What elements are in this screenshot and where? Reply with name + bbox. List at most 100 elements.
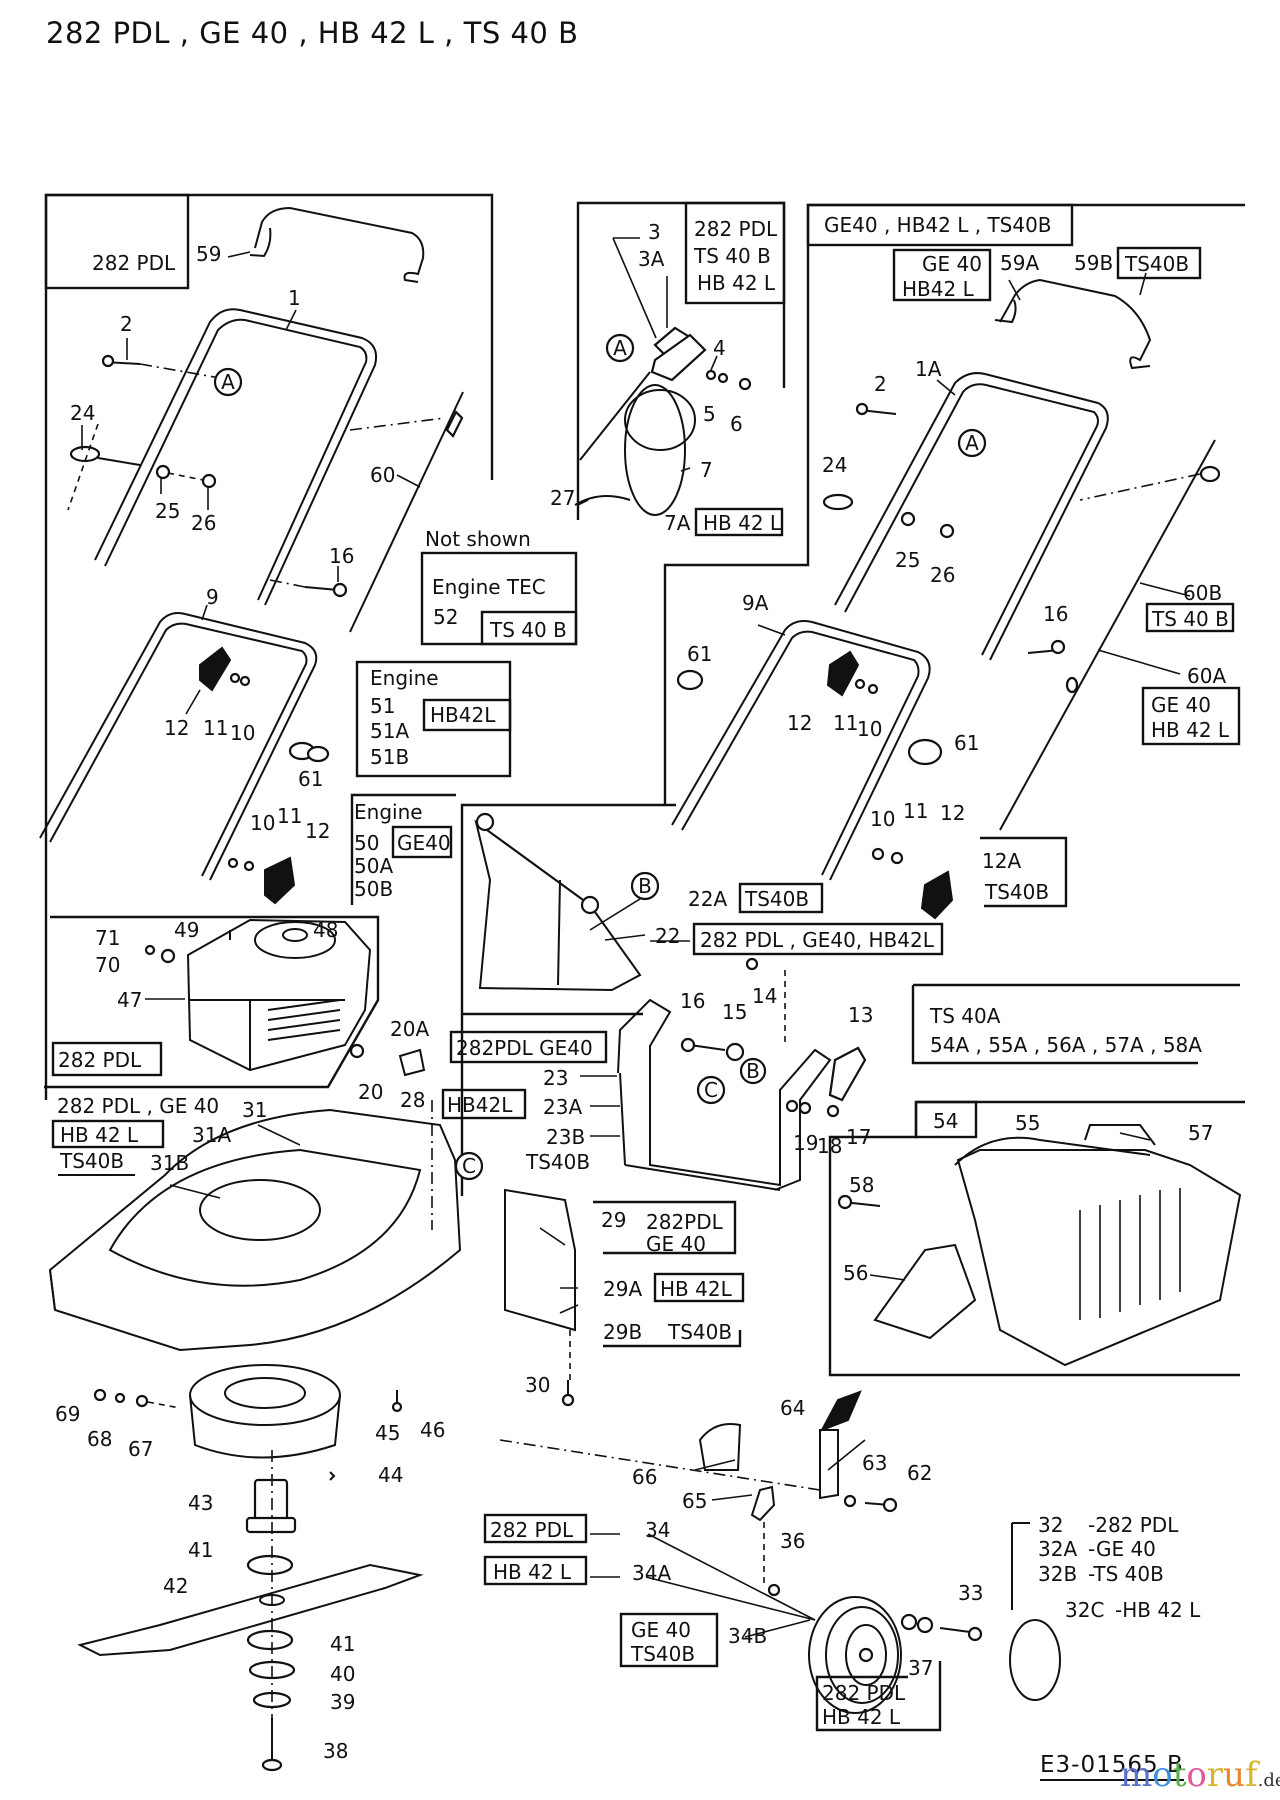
grass-catcher-54 [956,1149,1242,1367]
callout-27: 27 [550,486,575,510]
callout-37: 37 [908,1656,933,1680]
svg-text:A: A [965,431,979,455]
box-12a-model: TS40B [980,836,1068,908]
svg-text:282 PDL , GE40, HB42L: 282 PDL , GE40, HB42L [700,928,935,952]
callout-62: 62 [907,1461,932,1485]
callout-11: 11 [903,799,928,823]
svg-text:282 PDL: 282 PDL [822,1681,906,1705]
part-drawings [39,206,1242,1772]
callout-41: 41 [330,1632,355,1656]
box-34-model: 282 PDL [483,1513,588,1544]
leader-lines [81,237,1191,1638]
svg-text:50B: 50B [354,877,393,901]
callout-2: 2 [120,312,133,336]
callout-2: 2 [874,372,887,396]
control-models-box: 282 PDL TS 40 B HB 42 L [693,217,778,295]
svg-text:54A , 55A , 56A , 57A , 58A: 54A , 55A , 56A , 57A , 58A [930,1033,1202,1057]
box-engine-282pdl: 282 PDL [51,1041,163,1077]
part-callouts: 59 1 2 24 25 26 60 16 9 12 11 10 61 10 1… [55,220,1226,1763]
callout-61: 61 [298,767,323,791]
svg-text:282 PDL , GE 40: 282 PDL , GE 40 [57,1094,219,1118]
svg-text:-GE 40: -GE 40 [1088,1537,1156,1561]
callout-12a: 12A [982,849,1021,873]
svg-text:HB 42L: HB 42L [660,1277,733,1301]
svg-text:32C: 32C [1065,1598,1104,1622]
callout-31b: 31B [150,1151,189,1175]
callout-66: 66 [632,1465,657,1489]
callout-7a: 7A [664,511,691,535]
svg-text:GE 40: GE 40 [922,252,982,276]
callout-10: 10 [857,717,882,741]
callout-25: 25 [155,499,180,523]
svg-text:282PDL GE40: 282PDL GE40 [456,1036,593,1060]
svg-text:HB42L: HB42L [430,703,496,727]
engine-tec-box: Engine TEC 52 TS 40 B [420,551,578,646]
svg-text:TS40B: TS40B [630,1642,695,1666]
svg-text:HB 42 L: HB 42 L [697,271,776,295]
svg-text:GE 40: GE 40 [1151,693,1211,717]
callout-70: 70 [95,953,120,977]
callout-22: 22 [655,924,680,948]
callout-17: 17 [846,1125,871,1149]
svg-text:B: B [638,874,652,898]
flap-29 [504,1188,576,1332]
box-59a-models: GE 40 HB42 L [892,248,992,302]
lower-handle-9 [39,612,318,881]
callout-40: 40 [330,1662,355,1686]
callout-11: 11 [277,804,302,828]
callout-59a: 59A [1000,251,1039,275]
callout-23b: 23B [546,1125,585,1149]
box-22a-model: TS40B [738,882,824,914]
callout-39: 39 [330,1690,355,1714]
callout-3: 3 [648,220,661,244]
callout-3a: 3A [638,247,665,271]
callout-30: 30 [525,1373,550,1397]
box-54 [914,1100,978,1139]
box-34b-models: GE 40 TS40B [619,1612,719,1668]
svg-text:51A: 51A [370,719,409,743]
callout-13: 13 [848,1003,873,1027]
callout-48: 48 [313,918,338,942]
callout-43: 43 [188,1491,213,1515]
ref-marker-b: B [739,1057,767,1085]
callout-55: 55 [1015,1111,1040,1135]
section-box-282pdl [44,193,190,290]
box-59b-model: TS40B [1116,246,1202,280]
section-frames [44,193,1245,1377]
callout-68: 68 [87,1427,112,1451]
callout-16: 16 [1043,602,1068,626]
reference-markers: A A A B B C C [213,333,987,1181]
callout-24: 24 [70,401,95,425]
ts40a-variants-box: TS 40A 54A , 55A , 56A , 57A , 58A [929,1004,1202,1057]
callout-4: 4 [713,336,726,360]
svg-text:Engine TEC: Engine TEC [432,575,546,599]
callout-69: 69 [55,1402,80,1426]
callout-23a: 23A [543,1095,582,1119]
callout-61: 61 [954,731,979,755]
svg-text:A: A [613,336,627,360]
callout-34b: 34B [728,1624,767,1648]
callout-24: 24 [822,453,847,477]
callout-67: 67 [128,1437,153,1461]
callout-44: 44 [378,1463,403,1487]
callout-34: 34 [645,1518,670,1542]
callout-10: 10 [870,807,895,831]
svg-text:C: C [462,1154,476,1178]
svg-text:GE40: GE40 [397,831,451,855]
svg-text:Engine: Engine [354,800,423,824]
mower-deck-31 [48,1108,462,1352]
callout-12: 12 [787,711,812,735]
svg-text:52: 52 [433,605,458,629]
diagram-title: 282 PDL , GE 40 , HB 42 L , TS 40 B [46,16,579,50]
box-7a-model: HB 42 L [694,507,784,537]
svg-text:TS40B: TS40B [667,1320,732,1344]
callout-10: 10 [250,811,275,835]
box-29-models: 282PDL GE 40 [593,1200,737,1256]
blade-adapter-45 [189,1364,341,1426]
engine-47 [186,918,372,1072]
callout-36: 36 [780,1529,805,1553]
ref-marker-b: B [630,871,660,901]
callout-57: 57 [1188,1121,1213,1145]
svg-text:GE 40: GE 40 [646,1232,706,1256]
callout-1: 1 [288,286,301,310]
